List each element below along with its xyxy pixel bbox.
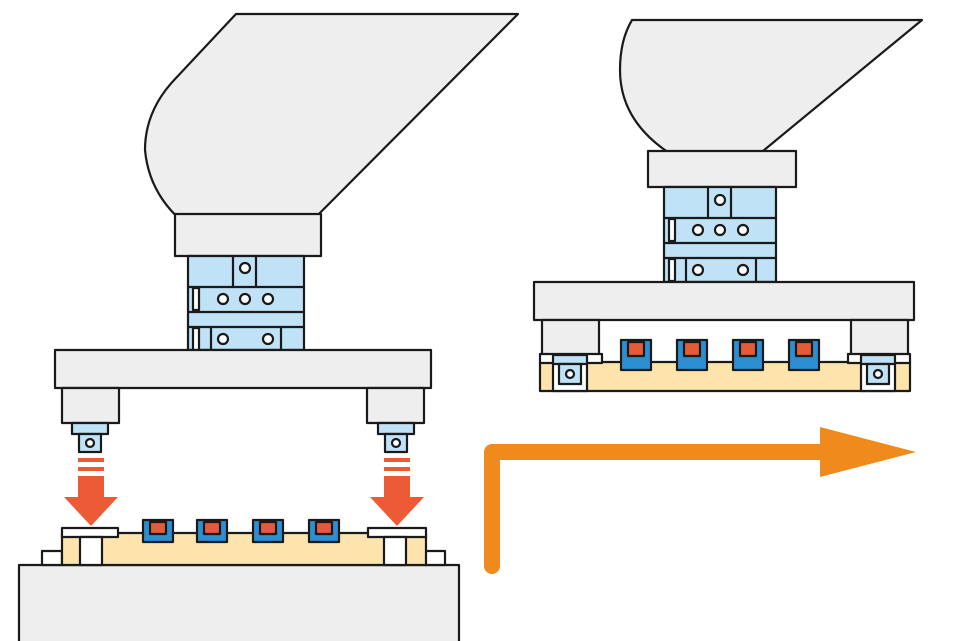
right-panel	[532, 18, 924, 393]
left-pin-right	[376, 421, 416, 454]
left-gripper-plate	[53, 348, 433, 425]
right-fixture-slots	[619, 338, 821, 372]
left-pin-left	[70, 421, 110, 454]
right-tool-changer	[662, 185, 778, 284]
down-arrow-icon	[64, 458, 424, 526]
left-tool-changer	[186, 254, 306, 352]
left-panel	[17, 12, 520, 641]
right-gripper-plate	[532, 280, 916, 357]
left-fixture	[40, 518, 447, 567]
right-robot-arm	[618, 18, 924, 189]
right-angle-arrow-icon	[484, 427, 916, 574]
left-robot-arm	[143, 12, 520, 258]
right-fixture	[538, 338, 912, 393]
left-base-block	[17, 563, 461, 641]
left-fixture-slots	[141, 518, 341, 544]
